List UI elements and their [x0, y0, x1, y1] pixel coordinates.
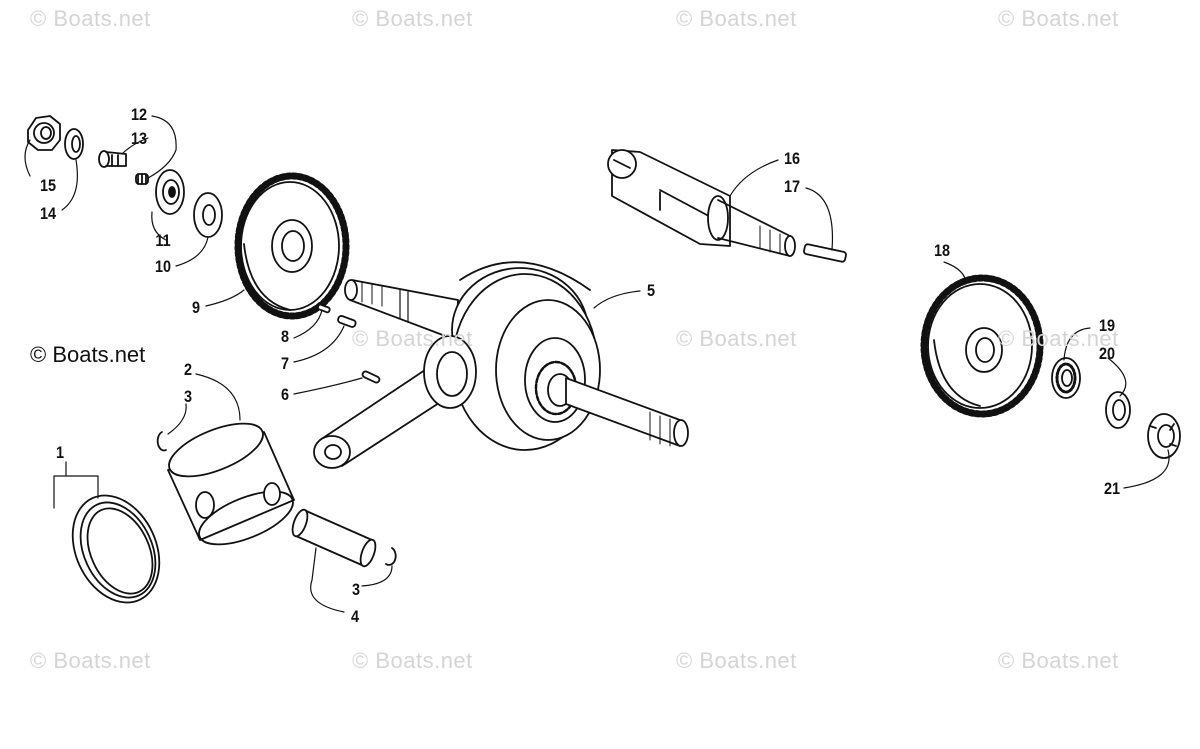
watermark: © Boats.net: [30, 6, 151, 31]
watermark: © Boats.net: [352, 326, 473, 351]
callout-7: 7: [280, 354, 290, 373]
leader-21: [1123, 449, 1170, 489]
callout-17: 17: [783, 177, 801, 196]
part-15-nut: [27, 115, 61, 151]
leader-13: [121, 137, 149, 155]
callout-15: 15: [39, 176, 57, 195]
watermark: © Boats.net: [998, 648, 1119, 673]
leader-4: [310, 547, 345, 613]
callout-1: 1: [55, 443, 65, 462]
leader-15: [24, 139, 31, 177]
part-4-pin: [291, 508, 377, 568]
watermark: © Boats.net: [352, 648, 473, 673]
leader-16: [729, 159, 779, 197]
leader-7: [293, 325, 345, 363]
watermark: © Boats.net: [998, 326, 1119, 351]
leader-11: [151, 211, 167, 241]
part-7-key: [337, 315, 357, 328]
leader-9: [205, 289, 245, 307]
part-19-bearing: [1051, 357, 1081, 399]
callout-9: 9: [191, 298, 201, 317]
part-10-washer: [193, 192, 223, 238]
leader-3a: [167, 403, 187, 435]
callout-6: 6: [280, 385, 290, 404]
leader-2: [195, 373, 241, 421]
part-9-gear: [234, 172, 350, 320]
part-21-nut: [1147, 413, 1181, 459]
leader-14: [61, 159, 78, 211]
part-8-pin: [316, 303, 331, 314]
leader-12: [147, 115, 177, 179]
callout-20: 20: [1098, 344, 1116, 363]
leader-10: [175, 236, 209, 267]
callout-16: 16: [783, 149, 801, 168]
leader-17: [805, 187, 834, 251]
callout-5: 5: [646, 281, 656, 300]
callout-3: 3: [183, 387, 193, 406]
callout-12: 12: [130, 105, 148, 124]
leader-18: [943, 261, 967, 285]
watermark: © Boats.net: [676, 6, 797, 31]
part-3-clip-b: [385, 547, 397, 566]
leader-5: [593, 290, 641, 309]
callout-14: 14: [39, 204, 57, 223]
part-12-pin: [135, 173, 149, 185]
callout-11: 11: [155, 231, 171, 250]
leader-lines: [24, 115, 1170, 613]
callout-13: 13: [130, 129, 148, 148]
leader-6: [293, 377, 363, 395]
part-20-washer: [1105, 391, 1131, 429]
watermark: © Boats.net: [352, 6, 473, 31]
callout-10: 10: [154, 257, 172, 276]
watermark: © Boats.net: [30, 648, 151, 673]
part-18-gear: [920, 274, 1044, 418]
part-13-bolt: [98, 150, 127, 168]
callout-18: 18: [933, 241, 951, 260]
leader-3b: [361, 565, 393, 587]
leader-1: [53, 461, 99, 509]
part-11-bushing: [155, 169, 185, 215]
part-17-key: [803, 243, 847, 263]
part-6-key: [361, 370, 381, 384]
part-2-piston: [167, 422, 295, 546]
part-1-rings: [71, 494, 161, 604]
callout-19: 19: [1098, 316, 1116, 335]
leader-20: [1107, 357, 1127, 397]
callout-2: 2: [183, 360, 193, 379]
watermark: © Boats.net: [676, 648, 797, 673]
part-5-crankshaft: [313, 261, 689, 469]
callout-8: 8: [280, 327, 290, 346]
callout-21: 21: [1103, 479, 1121, 498]
leader-8: [293, 309, 323, 339]
main-watermark: © Boats.net: [30, 342, 146, 367]
watermark: © Boats.net: [998, 6, 1119, 31]
watermark: © Boats.net: [676, 326, 797, 351]
part-16-shaft: [607, 149, 796, 257]
callout-4: 4: [350, 607, 360, 626]
part-3-clip-a: [156, 431, 167, 452]
leader-19: [1063, 327, 1091, 361]
callout-3: 3: [351, 580, 361, 599]
part-14-washer: [64, 128, 84, 160]
